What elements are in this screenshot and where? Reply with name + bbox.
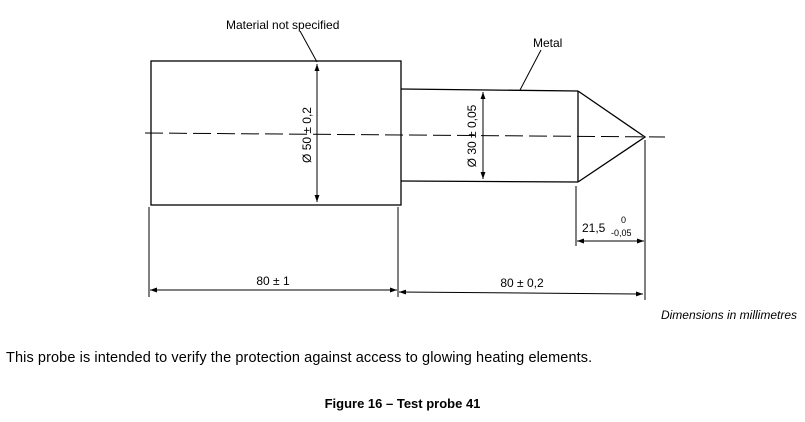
units-note: Dimensions in millimetres	[660, 308, 797, 322]
length-80-right-label: 80 ± 0,2	[500, 276, 544, 290]
length-80-right-dimension-line	[398, 289, 644, 297]
center-line	[144, 132, 666, 138]
diameter-30-label: Ø 30 ± 0,05	[465, 104, 479, 167]
metal-label: Metal	[533, 36, 562, 50]
large-cylinder	[150, 60, 402, 206]
tip-tolerance-lower: -0,05	[611, 228, 632, 238]
tip-length-label: 21,5	[582, 221, 606, 235]
diameter-50-label: Ø 50 ± 0,2	[300, 107, 314, 163]
length-80-left-label: 80 ± 1	[256, 274, 290, 288]
figure-title: Figure 16 – Test probe 41	[324, 396, 481, 411]
material-label: Material not specified	[226, 18, 339, 32]
tip-tolerance-upper: 0	[621, 215, 626, 225]
material-leader-line	[299, 30, 318, 63]
small-cylinder	[400, 88, 579, 183]
figure-caption: This probe is intended to verify the pro…	[6, 350, 593, 366]
conical-tip	[577, 90, 647, 183]
metal-leader-line	[519, 49, 542, 91]
